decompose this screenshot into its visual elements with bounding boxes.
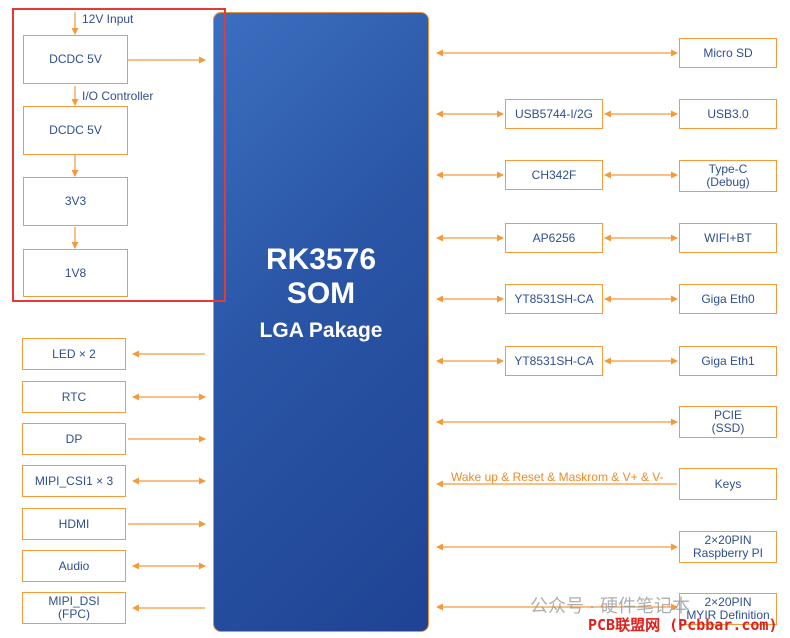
wechat-watermark: 公众号 · 硬件笔记本: [530, 596, 690, 616]
label-keys-signals: Wake up & Reset & Maskrom & V+ & V-: [451, 470, 664, 484]
box-phy1: YT8531SH-CA: [505, 346, 603, 376]
box-dp-text: DP: [65, 431, 83, 446]
box-led: LED × 2: [22, 338, 126, 370]
box-audio-text: Audio: [58, 558, 90, 573]
box-dcdc-5v-1: DCDC 5V: [23, 35, 128, 84]
box-mipi-dsi-line2: (FPC): [58, 607, 90, 621]
box-audio: Audio: [22, 550, 126, 582]
box-keys-text: Keys: [714, 476, 742, 491]
box-mipi-csi-text: MIPI_CSI1 × 3: [34, 473, 114, 488]
box-myir-header: 2×20PIN MYIR Definition: [679, 593, 777, 625]
box-usb3-text: USB3.0: [707, 106, 749, 121]
box-pcie: PCIE (SSD): [679, 406, 777, 438]
box-pcie-line1: PCIE: [713, 408, 742, 422]
box-phy0-text: YT8531SH-CA: [514, 291, 594, 306]
box-led-text: LED × 2: [52, 346, 96, 361]
box-hdmi: HDMI: [22, 508, 126, 540]
box-3v3: 3V3: [23, 177, 128, 226]
box-rpi-line2: Raspberry PI: [692, 546, 764, 560]
box-dcdc-5v-2-text: DCDC 5V: [49, 123, 102, 137]
box-ch342f: CH342F: [505, 160, 603, 190]
box-micro-sd: Micro SD: [679, 38, 777, 68]
box-mipi-dsi-line1: MIPI_DSI: [48, 594, 100, 608]
box-mipi-dsi: MIPI_DSI (FPC): [22, 592, 126, 624]
box-giga-eth0-text: Giga Eth0: [701, 291, 755, 306]
box-1v8: 1V8: [23, 249, 128, 297]
box-dp: DP: [22, 423, 126, 455]
box-3v3-text: 3V3: [64, 194, 87, 208]
box-myir-line2: MYIR Definition: [686, 608, 770, 622]
box-myir-line1: 2×20PIN: [704, 595, 752, 609]
site-watermark: PCB联盟网 (Pcbbar.com): [588, 616, 778, 634]
soc-package: LGA Pakage: [259, 319, 383, 342]
box-rtc-text: RTC: [61, 389, 87, 404]
box-usb3: USB3.0: [679, 99, 777, 129]
box-usb5744: USB5744-I/2G: [505, 99, 603, 129]
box-micro-sd-text: Micro SD: [703, 45, 753, 60]
box-ap6256: AP6256: [505, 223, 603, 253]
power-highlight-frame: [12, 8, 226, 302]
box-ch342f-text: CH342F: [531, 167, 577, 182]
box-giga-eth0: Giga Eth0: [679, 284, 777, 314]
box-rtc: RTC: [22, 381, 126, 413]
box-dcdc-5v-2: DCDC 5V: [23, 106, 128, 155]
box-type-c-line1: Type-C: [708, 162, 748, 176]
box-type-c-line2: (Debug): [706, 175, 750, 189]
box-mipi-csi: MIPI_CSI1 × 3: [22, 465, 126, 497]
box-giga-eth1: Giga Eth1: [679, 346, 777, 376]
rk3576-som-block: RK3576 SOM LGA Pakage: [213, 12, 429, 632]
box-1v8-text: 1V8: [64, 265, 87, 280]
soc-title: RK3576: [265, 243, 377, 276]
box-wifi-bt-text: WIFI+BT: [704, 230, 752, 245]
soc-subtitle: SOM: [286, 277, 356, 310]
box-wifi-bt: WIFI+BT: [679, 223, 777, 253]
box-phy0: YT8531SH-CA: [505, 284, 603, 314]
label-12v-input: 12V Input: [82, 12, 134, 26]
box-raspberry-pi-header: 2×20PIN Raspberry PI: [679, 531, 777, 563]
box-pcie-line2: (SSD): [711, 421, 745, 435]
box-usb5744-text: USB5744-I/2G: [514, 106, 594, 121]
box-phy1-text: YT8531SH-CA: [514, 353, 594, 368]
label-io-controller: I/O Controller: [82, 89, 154, 103]
box-dcdc-5v-1-text: DCDC 5V: [49, 52, 102, 66]
box-hdmi-text: HDMI: [58, 516, 90, 531]
box-giga-eth1-text: Giga Eth1: [701, 353, 755, 368]
box-type-c: Type-C (Debug): [679, 160, 777, 192]
box-rpi-line1: 2×20PIN: [704, 533, 752, 547]
box-ap6256-text: AP6256: [532, 230, 576, 245]
box-keys: Keys: [679, 468, 777, 500]
